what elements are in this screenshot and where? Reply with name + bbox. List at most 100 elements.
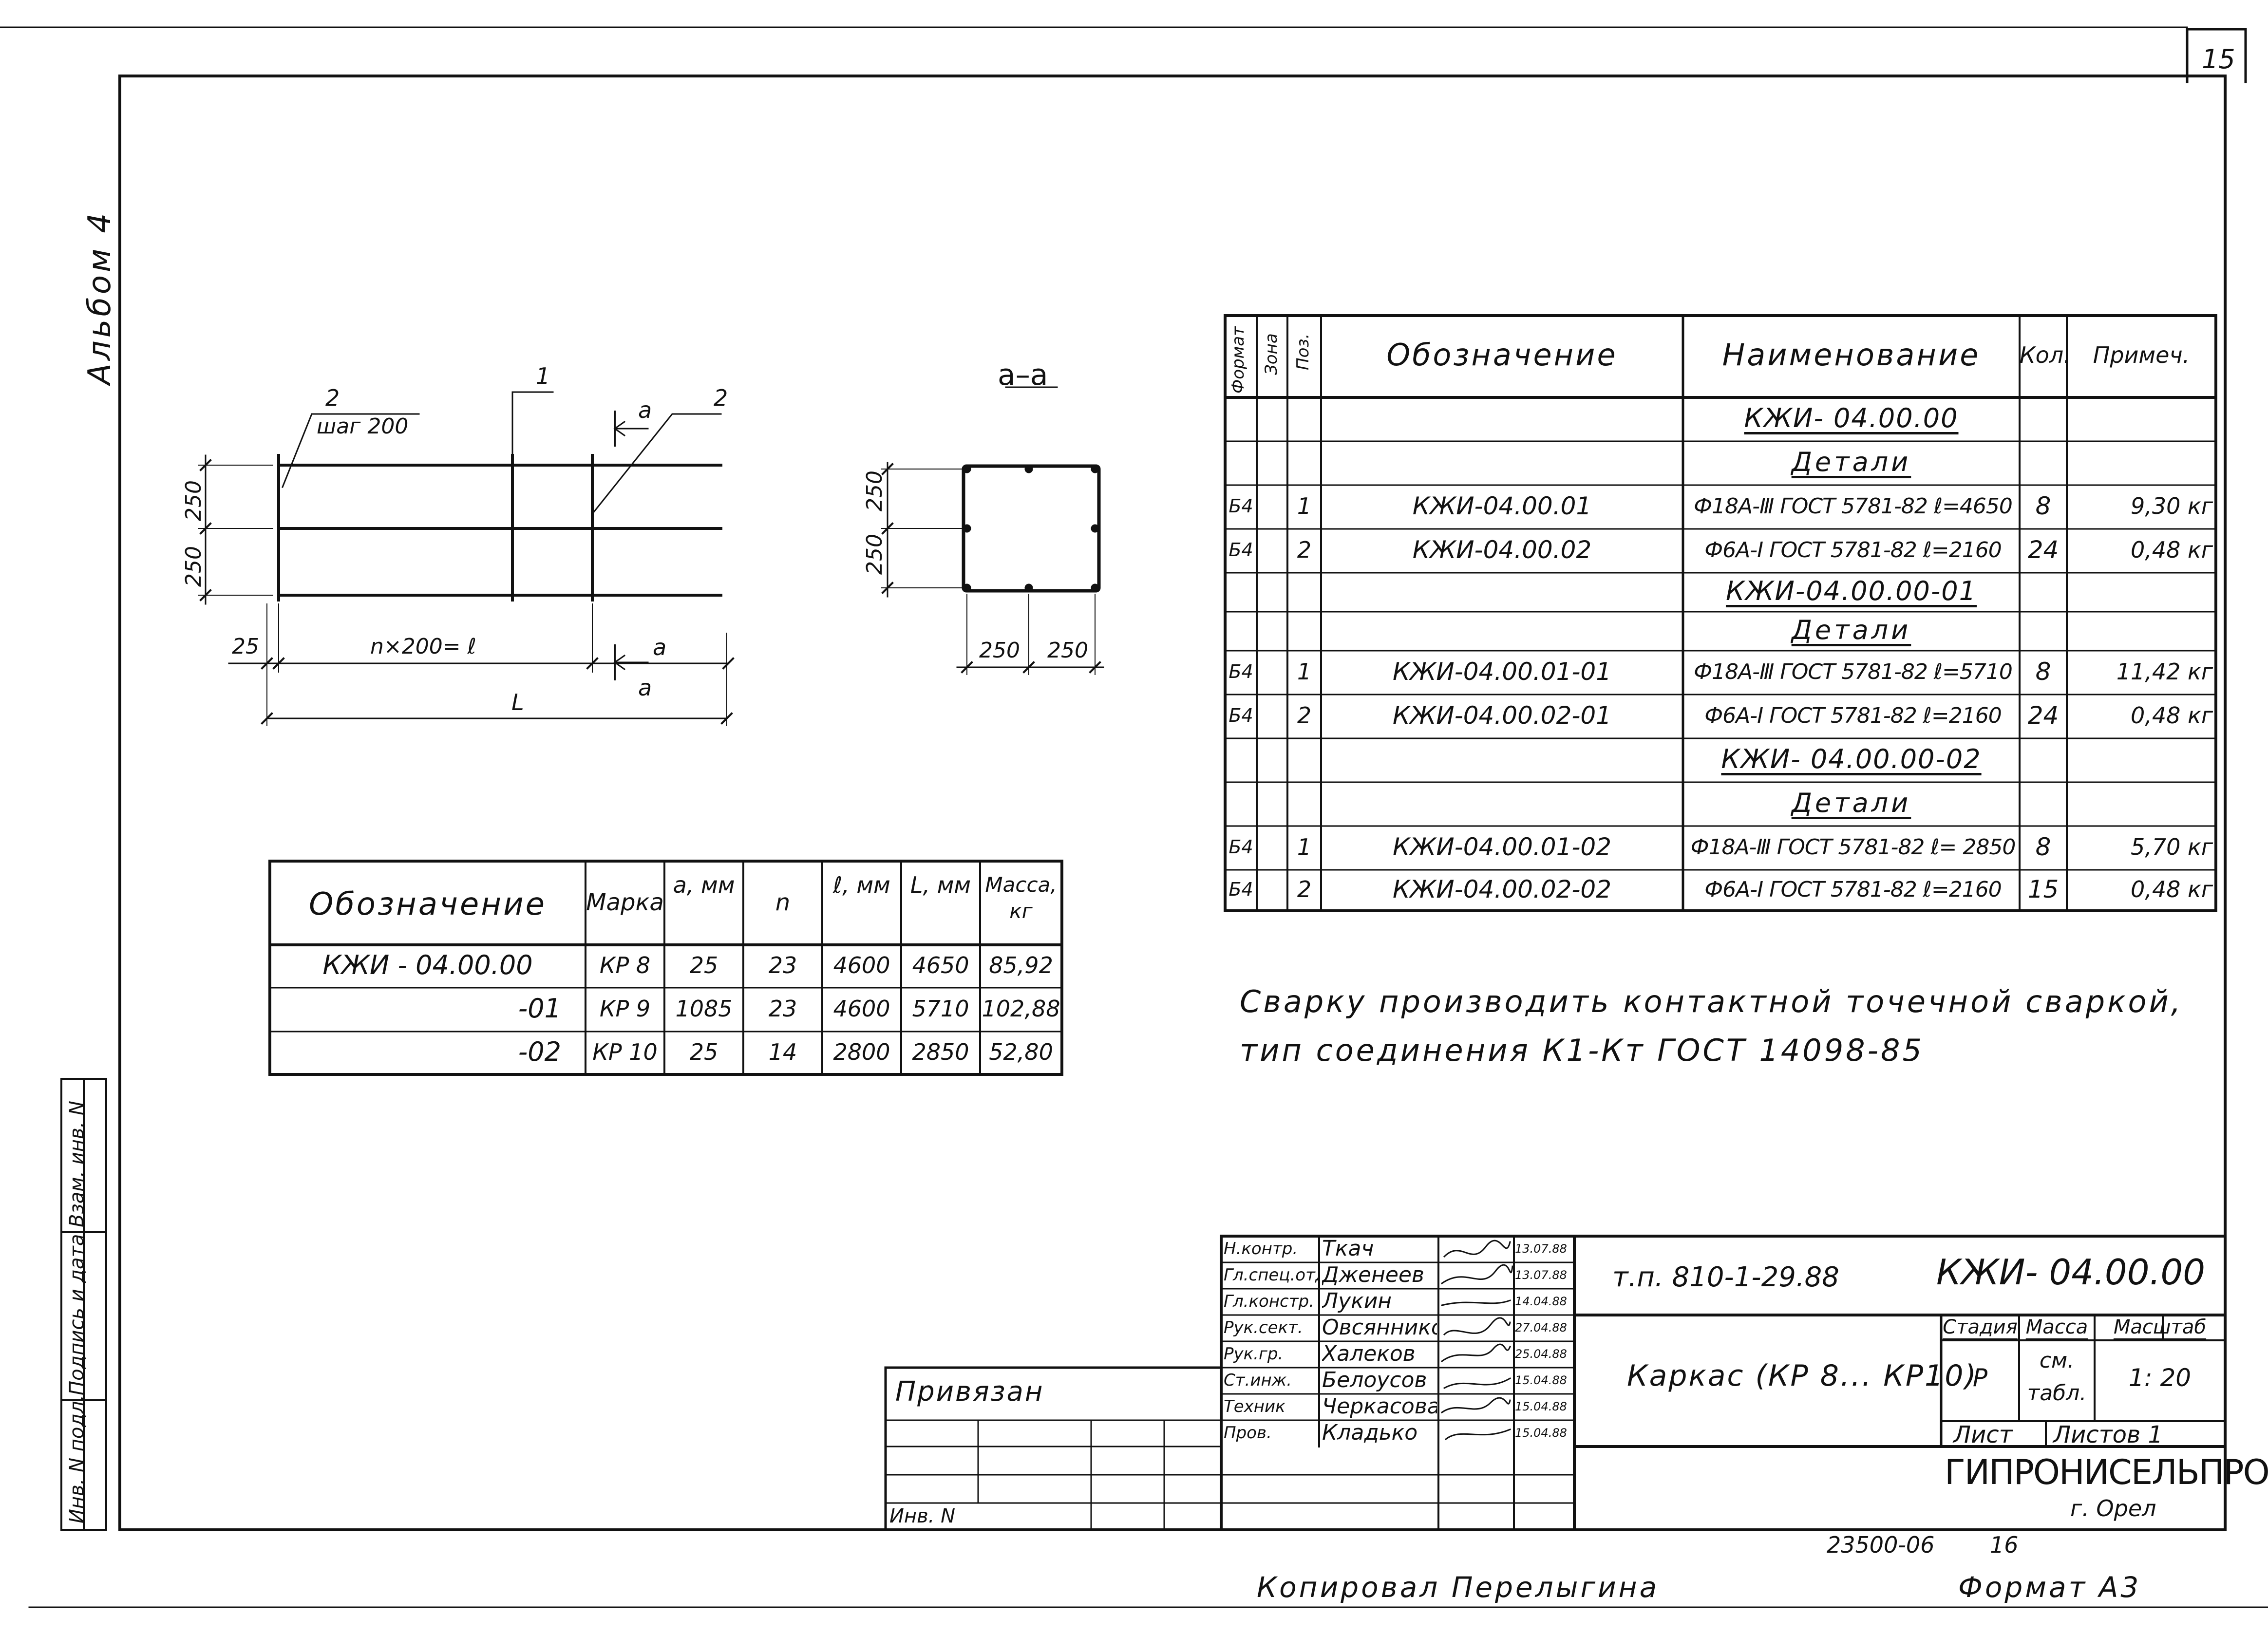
spec-cell-format: Б4: [1228, 705, 1253, 727]
spec-header-designation: Обозначение: [1386, 337, 1618, 373]
spec-cell-name: Ф6А-I ГОСТ 5781-82 ℓ=2160: [1704, 537, 2002, 563]
signer-date: 14.04.88: [1515, 1295, 1567, 1308]
mark-cell-designation: -01: [518, 993, 561, 1024]
mark-header-l-text: ℓ, мм: [833, 872, 890, 898]
spec-section-title: КЖИ-04.00.00-01: [1725, 576, 1977, 607]
plan-section-mark-bot-2: а: [638, 675, 652, 701]
spec-cell-code: КЖИ-04.00.01-01: [1392, 657, 1612, 686]
mark-cell-mass: 85,92: [989, 952, 1053, 979]
stage-value: Р: [1972, 1364, 1988, 1392]
spec-cell-code: КЖИ-04.00.01-02: [1392, 832, 1612, 861]
mark-cell-n: 23: [768, 996, 797, 1022]
mark-header-L-text: L, мм: [910, 872, 971, 898]
sheet-number: 15: [2202, 44, 2235, 75]
signer-name: Черкасова: [1322, 1393, 1437, 1419]
spec-cell-format: Б4: [1228, 661, 1253, 683]
inv-no-label: Инв. N: [889, 1505, 955, 1527]
spec-section-title: Детали: [1791, 615, 1911, 646]
spec-section-title: КЖИ- 04.00.00: [1744, 403, 1959, 434]
privyazan-label: Привязан: [895, 1376, 1044, 1408]
section-title: а–а: [998, 358, 1048, 392]
mark-cell-mark: КР 8: [599, 952, 651, 979]
spec-cell-name: Ф18А-Ⅲ ГОСТ 5781-82 ℓ=5710: [1694, 659, 2013, 684]
signer-role: Рук.гр.: [1224, 1344, 1284, 1364]
spec-cell-note: 0,48 кг: [2131, 702, 2213, 729]
spec-cell-pos: 2: [1297, 876, 1312, 903]
spec-cell-name: Ф18А-Ⅲ ГОСТ 5781-82 ℓ=4650: [1694, 493, 2013, 519]
signer-date: 15.04.88: [1515, 1426, 1567, 1440]
spec-cell-note: 0,48 кг: [2131, 537, 2213, 564]
mass-label: Масса: [2025, 1316, 2088, 1338]
spec-cell-qty: 8: [2035, 832, 2051, 861]
mark-header-a-text: а, мм: [673, 872, 735, 898]
scale-label: Масштаб: [2113, 1316, 2207, 1338]
spec-header-note: Примеч.: [2093, 342, 2190, 368]
signer-date: 13.07.88: [1515, 1268, 1567, 1282]
spec-cell-pos: 1: [1297, 834, 1312, 861]
plan-section-mark-top: а: [638, 397, 652, 423]
stage-label: Стадия: [1943, 1316, 2018, 1338]
mark-cell-mark: КР 9: [599, 996, 651, 1022]
organization: ГИПРОНИСЕЛЬПРОМ: [1945, 1452, 2268, 1492]
spec-header-name: Наименование: [1722, 337, 1981, 373]
signer-role: Техник: [1224, 1396, 1285, 1416]
spec-section-title: КЖИ- 04.00.00-02: [1721, 744, 1982, 775]
spec-header-zone: Зона: [1262, 333, 1281, 375]
signer-role: Рук.сект.: [1224, 1317, 1303, 1337]
mark-cell-l: 4600: [833, 952, 890, 979]
plan-step: шаг 200: [317, 414, 409, 439]
signer-date: 15.04.88: [1515, 1373, 1567, 1387]
spec-cell-name: Ф6А-I ГОСТ 5781-82 ℓ=2160: [1704, 877, 2002, 902]
spec-section-title: Детали: [1791, 447, 1911, 478]
signer-role: Гл.спец.отд.: [1224, 1265, 1318, 1285]
spec-cell-qty: 24: [2027, 535, 2059, 564]
spec-cell-note: 9,30 кг: [2131, 493, 2213, 520]
mark-cell-mass: 52,80: [989, 1039, 1053, 1066]
section-dim-v2: 250: [862, 534, 887, 575]
side-inv-podl: Инв. N подл.: [66, 1394, 88, 1523]
plan-dim-n-times-step: n×200= ℓ: [370, 634, 476, 659]
mass-value-2: табл.: [2027, 1381, 2087, 1406]
signer-name: Дженеев: [1322, 1262, 1424, 1287]
sheets-label: Листов 1: [2053, 1421, 2163, 1448]
plan-dim-L: L: [511, 689, 524, 715]
copied-by: Копировал Перелыгина: [1257, 1571, 1660, 1604]
mark-header-l: ℓ, мм: [822, 872, 901, 898]
title-block-grid: [884, 1235, 2227, 1531]
spec-cell-code: КЖИ-04.00.02-01: [1392, 701, 1612, 730]
mark-cell-n: 23: [768, 952, 797, 979]
spec-cell-note: 0,48 кг: [2131, 876, 2213, 903]
mark-cell-mass: 102,88: [982, 996, 1060, 1022]
spec-cell-name: Ф18А-Ⅲ ГОСТ 5781-82 ℓ= 2850: [1690, 834, 2016, 860]
document-designation: КЖИ- 04.00.00: [1936, 1252, 2206, 1293]
spec-cell-pos: 1: [1297, 658, 1312, 685]
mark-cell-designation: -02: [518, 1036, 561, 1068]
plan-dim-25: 25: [232, 634, 259, 659]
welding-note-line2: тип соединения К1-Кт ГОСТ 14098-85: [1240, 1033, 1924, 1068]
mark-cell-L: 4650: [912, 952, 969, 979]
spec-section-title: Детали: [1791, 788, 1911, 819]
spec-header-qty: Кол.: [2020, 342, 2071, 368]
spec-header-format: Формат: [1228, 326, 1248, 394]
signer-name: Кладько: [1322, 1420, 1418, 1445]
signer-date: 25.04.88: [1515, 1347, 1567, 1361]
spec-cell-format: Б4: [1228, 879, 1253, 901]
sheet-label: Лист: [1953, 1421, 2013, 1448]
section-dim-v1: 250: [862, 470, 887, 511]
mark-cell-mark: КР 10: [592, 1039, 658, 1066]
mark-header-mark: Марка: [586, 889, 664, 916]
spec-cell-qty: 15: [2027, 875, 2059, 903]
signer-name: Халеков: [1322, 1341, 1416, 1366]
mark-cell-n: 14: [768, 1039, 797, 1066]
mark-header-L: L, мм: [901, 872, 980, 898]
mark-table-grid: [268, 860, 1063, 1076]
spec-cell-qty: 24: [2027, 701, 2059, 730]
mark-cell-l: 2800: [833, 1039, 890, 1066]
signatures: [1440, 1240, 1513, 1441]
signer-name: Лукин: [1322, 1288, 1392, 1314]
section-a-a: [881, 386, 1104, 675]
signer-date: 15.04.88: [1515, 1400, 1567, 1413]
mark-cell-l: 4600: [833, 996, 890, 1022]
plan-callout-2a: 2: [325, 385, 340, 411]
spec-cell-code: КЖИ-04.00.02: [1412, 535, 1592, 564]
